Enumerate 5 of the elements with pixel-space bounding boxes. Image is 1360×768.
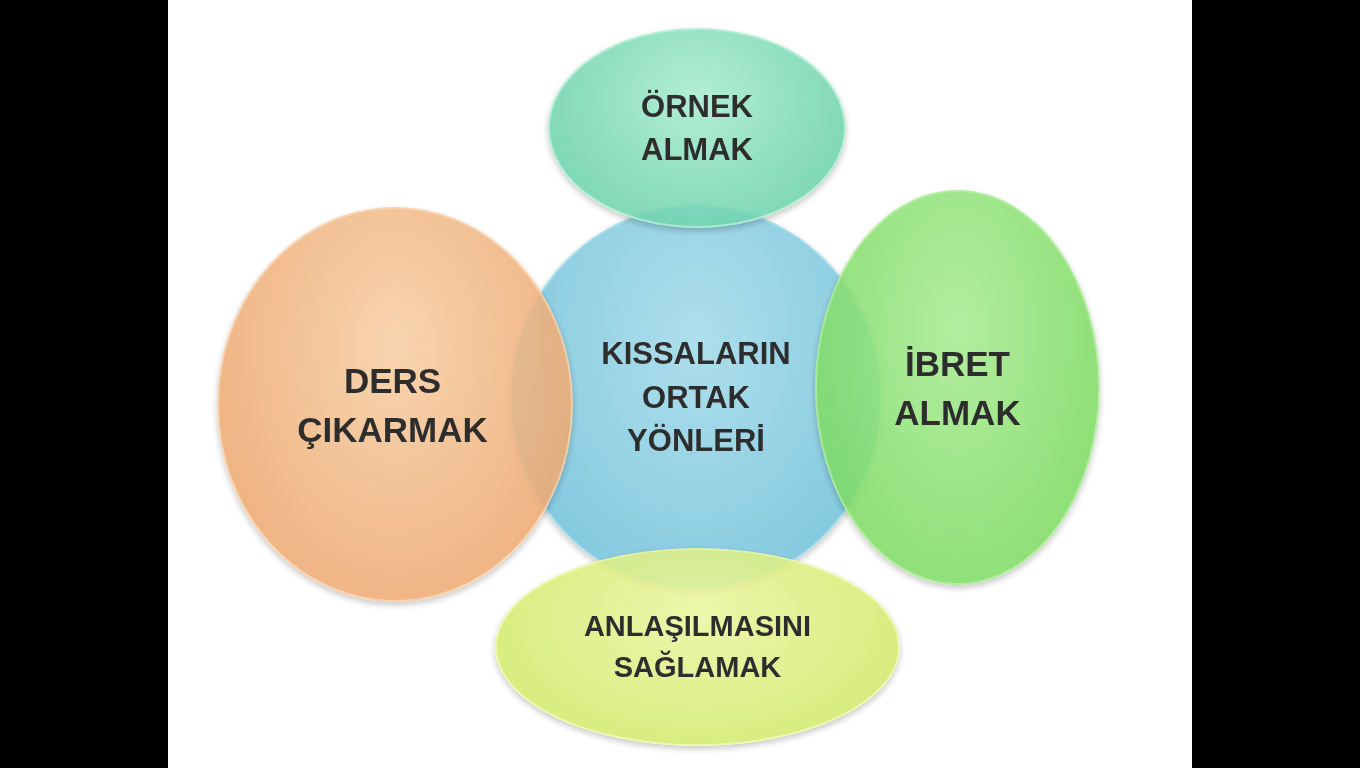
node-label: ANLAŞILMASINI SAĞLAMAK xyxy=(582,609,813,685)
node-label: İBRET ALMAK xyxy=(893,342,1022,434)
node-label: KISSALARIN ORTAK YÖNLERİ xyxy=(600,335,792,461)
node-label: ÖRNEK ALMAK xyxy=(640,87,754,169)
node-label: DERS ÇIKARMAK xyxy=(296,359,489,451)
